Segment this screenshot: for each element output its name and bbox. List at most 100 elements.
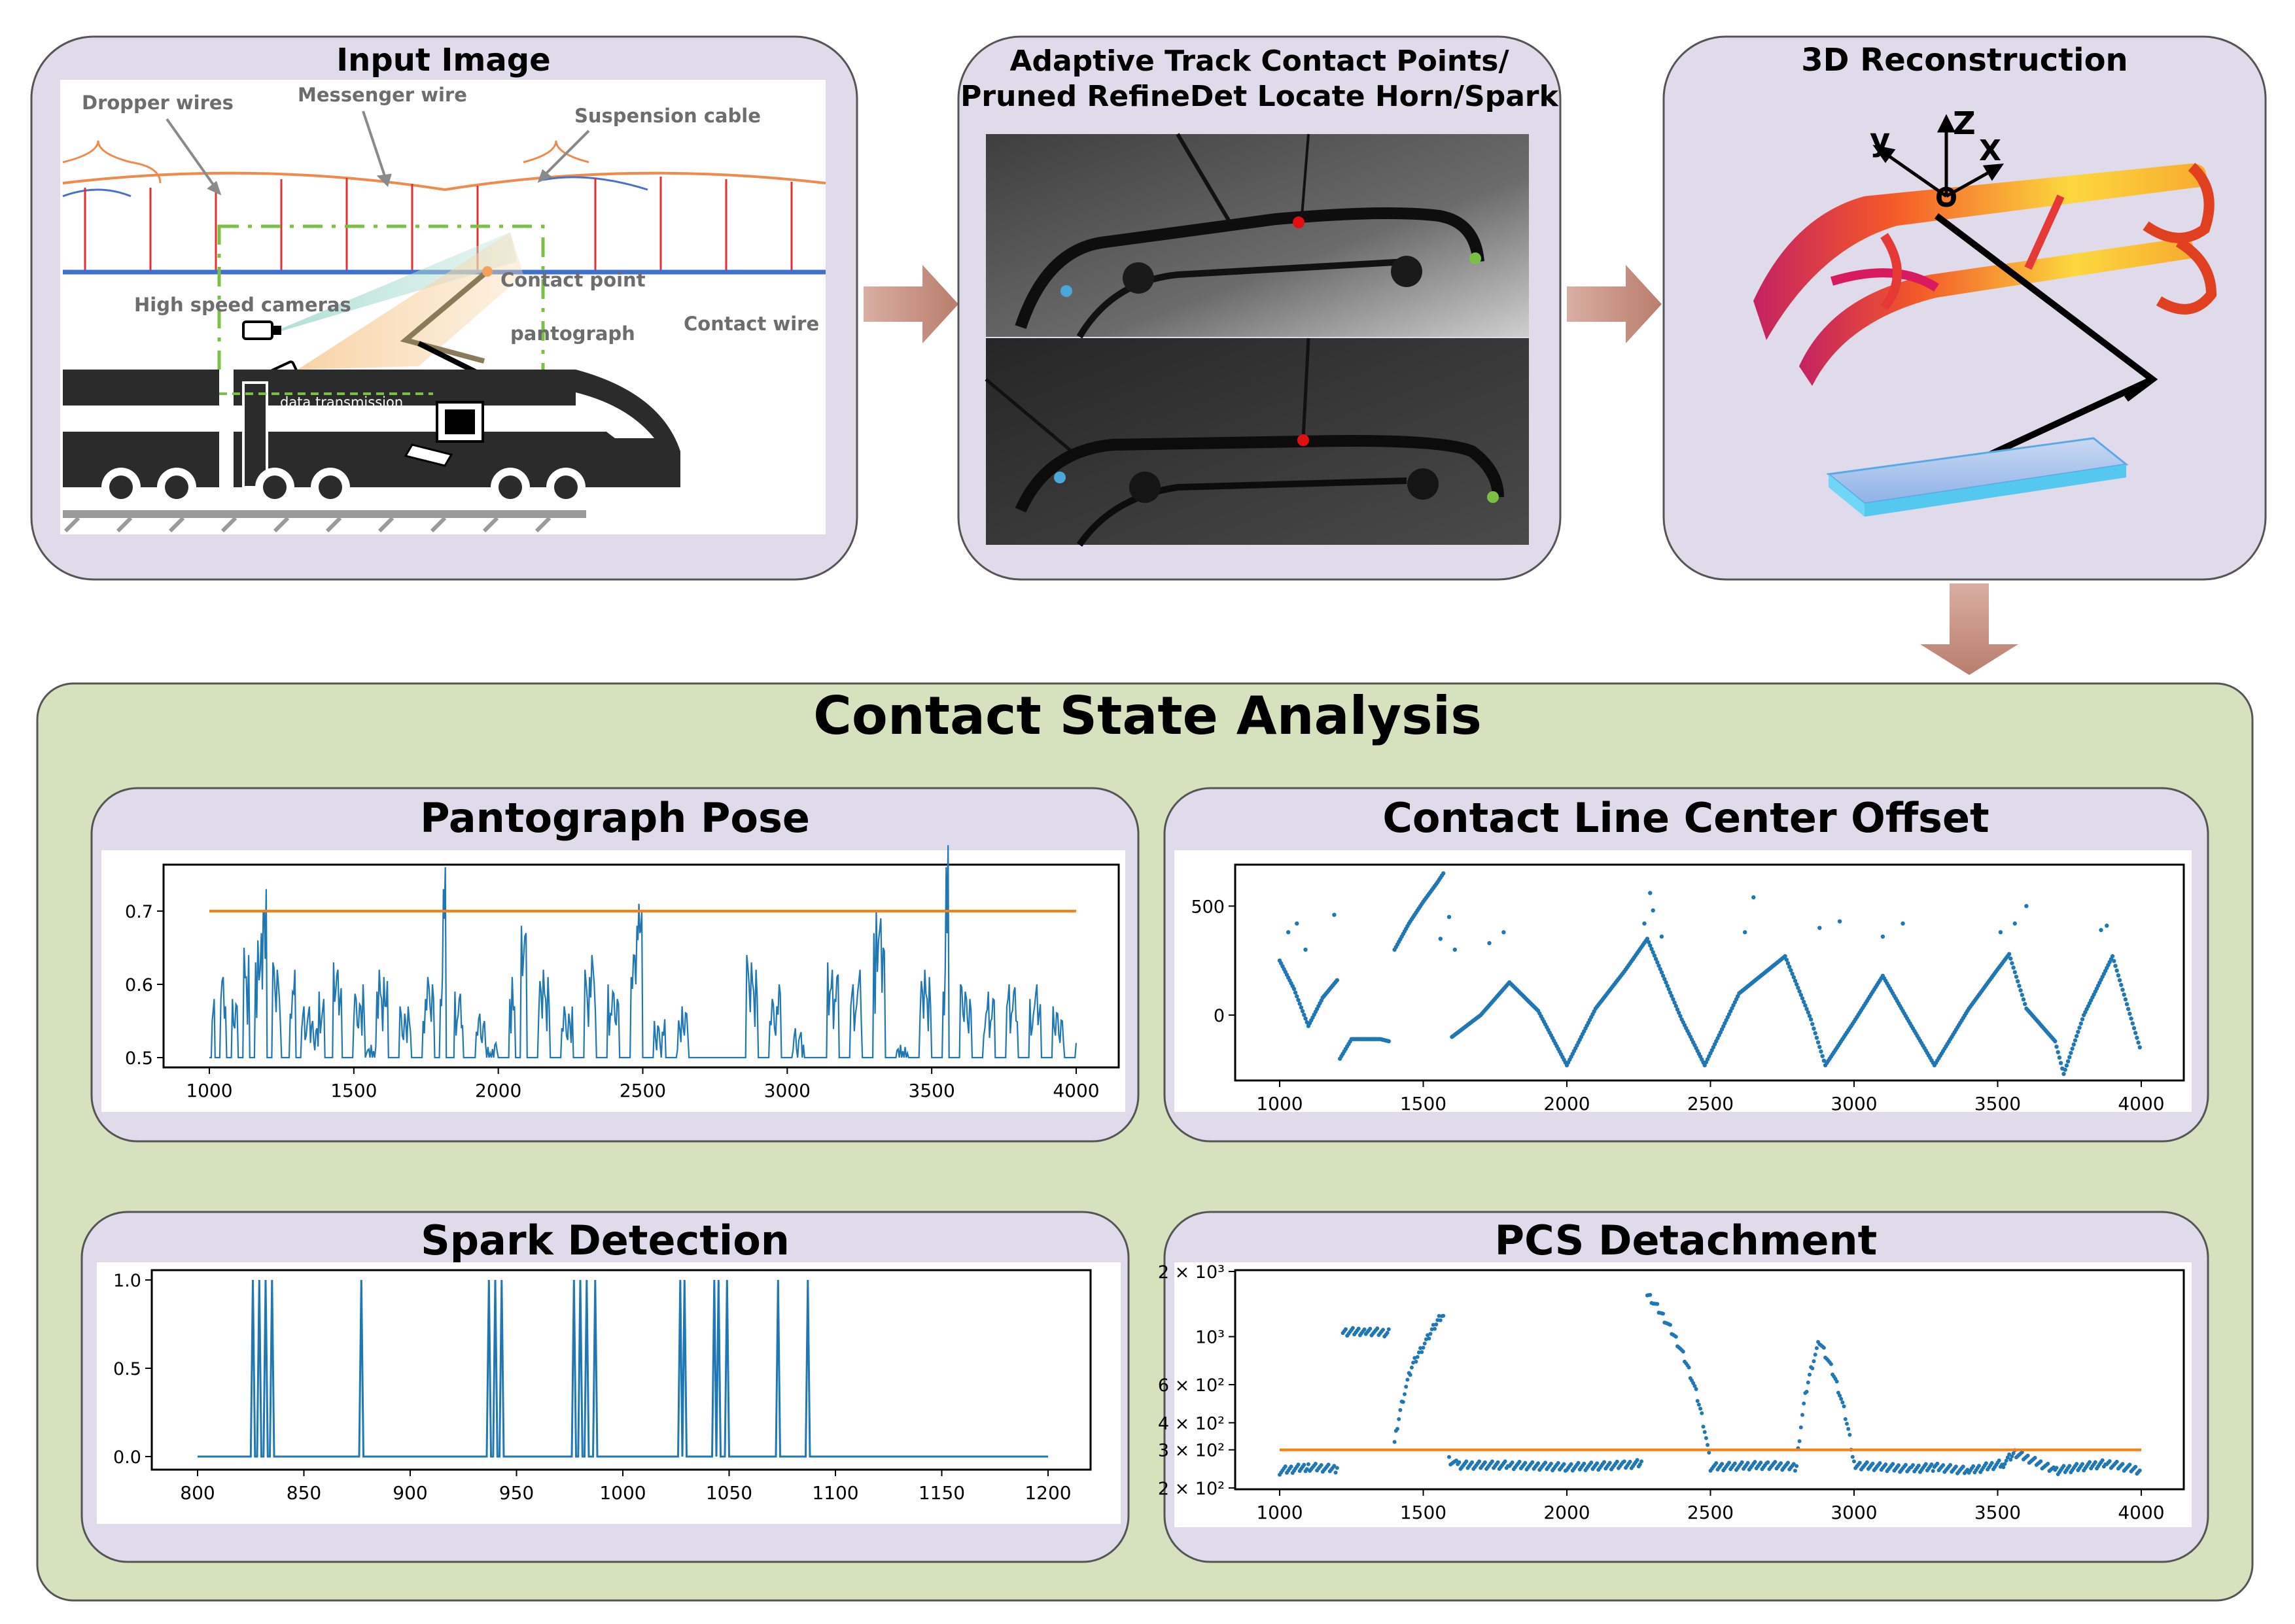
data-point bbox=[2131, 1026, 2137, 1031]
data-point bbox=[1434, 1322, 1439, 1326]
data-point bbox=[1645, 937, 1650, 941]
tracking-photo-bottom bbox=[985, 337, 1529, 547]
flow-arrow bbox=[1920, 583, 2018, 675]
data-point bbox=[1659, 970, 1664, 975]
data-point bbox=[1665, 984, 1670, 988]
data-point bbox=[1651, 908, 1655, 913]
data-point bbox=[2114, 968, 2119, 973]
data-point bbox=[1664, 980, 1668, 985]
data-point bbox=[2070, 1046, 2075, 1051]
data-point bbox=[1977, 1464, 1981, 1468]
data-point bbox=[1681, 1349, 1685, 1354]
data-point bbox=[1457, 1460, 1462, 1464]
data-point bbox=[1416, 1350, 1421, 1355]
train-illustration bbox=[63, 370, 680, 533]
y-tick-label: 3 × 10² bbox=[1158, 1441, 1225, 1461]
data-point bbox=[1392, 1440, 1397, 1444]
data-point bbox=[1582, 1461, 1586, 1466]
data-point bbox=[1698, 1406, 1703, 1411]
data-point bbox=[1692, 1384, 1697, 1389]
data-point bbox=[1501, 930, 1506, 935]
data-point bbox=[1800, 1413, 1804, 1417]
y-tick-label: 0.0 bbox=[113, 1447, 141, 1468]
data-point bbox=[1941, 1463, 1946, 1468]
data-point bbox=[2117, 978, 2122, 982]
data-point bbox=[1441, 1313, 1446, 1318]
data-point bbox=[2120, 988, 2125, 992]
data-point bbox=[1429, 1327, 1434, 1332]
x-tick-label: 1500 bbox=[330, 1080, 377, 1101]
data-point bbox=[1702, 1430, 1707, 1434]
data-point bbox=[1814, 1035, 1819, 1040]
label-dropper-wires: Dropper wires bbox=[82, 92, 234, 114]
data-point bbox=[2012, 921, 2017, 926]
data-point bbox=[2093, 1460, 2097, 1464]
data-point bbox=[1615, 1459, 1619, 1464]
data-point bbox=[1335, 978, 1340, 982]
data-point bbox=[1791, 1462, 1796, 1466]
data-point bbox=[1845, 1421, 1849, 1426]
data-point bbox=[2061, 1464, 2066, 1468]
data-point bbox=[1303, 1016, 1308, 1021]
data-point bbox=[1797, 989, 1802, 993]
x-tick-label: 2500 bbox=[1687, 1093, 1734, 1114]
data-point bbox=[1803, 1003, 1808, 1008]
data-point bbox=[1837, 919, 1842, 924]
x-tick-label: 3000 bbox=[764, 1080, 811, 1101]
data-point bbox=[1562, 1462, 1566, 1466]
data-point bbox=[2076, 1029, 2080, 1034]
data-point bbox=[1477, 1459, 1482, 1464]
data-point bbox=[1569, 1462, 1573, 1466]
data-point bbox=[1834, 1379, 1839, 1384]
y-tick-label: 6 × 10² bbox=[1158, 1375, 1225, 1396]
data-point bbox=[1759, 1460, 1763, 1465]
data-point bbox=[1813, 1353, 1817, 1357]
data-point bbox=[1857, 1460, 1862, 1465]
data-point bbox=[1536, 1461, 1541, 1466]
data-point bbox=[2077, 1026, 2082, 1030]
data-point bbox=[1671, 997, 1675, 1002]
series-line bbox=[209, 845, 1077, 1059]
data-point bbox=[1791, 975, 1796, 980]
data-point bbox=[1420, 1350, 1424, 1355]
data-point bbox=[1911, 1463, 1915, 1467]
data-point bbox=[1326, 1462, 1331, 1467]
axis-label-y: y bbox=[1870, 122, 1890, 158]
data-point bbox=[1796, 986, 1800, 990]
data-point bbox=[2046, 1461, 2050, 1466]
data-point bbox=[1695, 1399, 1700, 1403]
data-point bbox=[1530, 1460, 1535, 1464]
data-point bbox=[1901, 921, 1905, 926]
data-point bbox=[2128, 1011, 2132, 1016]
data-point bbox=[1302, 1012, 1306, 1017]
data-point bbox=[1300, 1009, 1305, 1014]
data-point bbox=[2024, 904, 2029, 908]
data-point bbox=[1809, 1017, 1813, 1022]
label-contact-point: Contact point bbox=[500, 269, 646, 291]
data-point bbox=[2023, 1001, 2027, 1007]
data-point bbox=[1622, 1459, 1626, 1464]
data-point bbox=[1931, 1469, 1935, 1473]
data-point bbox=[1839, 1396, 1844, 1401]
data-point bbox=[2067, 1055, 2072, 1060]
data-point bbox=[1368, 1326, 1373, 1331]
data-point bbox=[1291, 986, 1297, 992]
data-point bbox=[1414, 1359, 1418, 1364]
chart-title: Spark Detection bbox=[421, 1217, 790, 1264]
data-point bbox=[1607, 1460, 1612, 1465]
data-point bbox=[1806, 1010, 1810, 1015]
data-point bbox=[1904, 1462, 1908, 1467]
x-tick-label: 3500 bbox=[1974, 1502, 2021, 1523]
data-point bbox=[1295, 921, 1299, 926]
data-point bbox=[1454, 1459, 1458, 1462]
data-point bbox=[1628, 1459, 1632, 1464]
data-point bbox=[2110, 954, 2115, 959]
y-tick-label: 500 bbox=[1191, 897, 1225, 917]
x-tick-label: 1000 bbox=[599, 1482, 646, 1504]
chart-title: Pantograph Pose bbox=[420, 794, 810, 842]
x-tick-label: 1050 bbox=[706, 1482, 752, 1504]
data-point bbox=[2010, 961, 2014, 965]
